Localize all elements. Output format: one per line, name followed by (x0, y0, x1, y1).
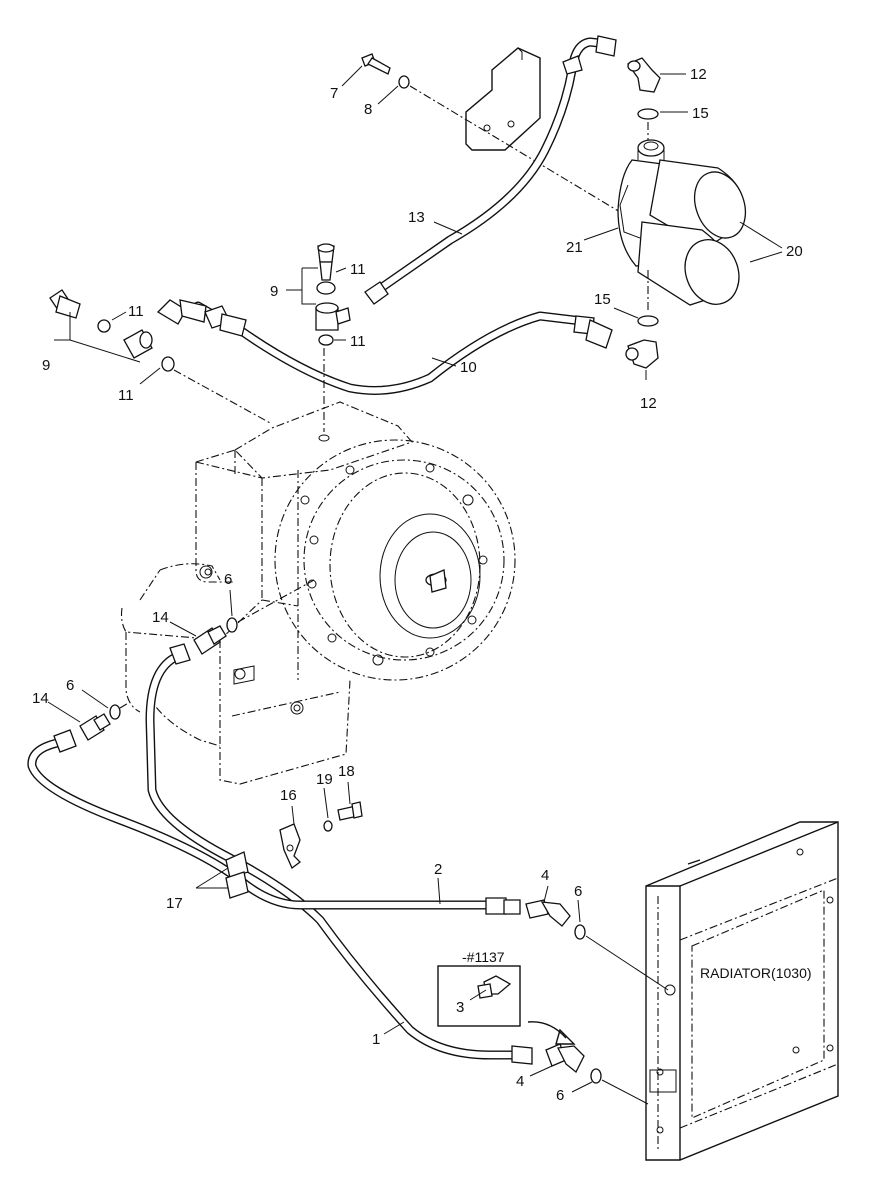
elbow-4-upper (525, 899, 571, 927)
callout-11-center-bottom: 11 (350, 333, 366, 350)
radiator-label: RADIATOR(1030) (700, 965, 812, 981)
callout-2: 2 (434, 861, 442, 878)
elbow-12-top (627, 57, 661, 93)
callout-18: 18 (338, 763, 355, 780)
fitting-9-left (49, 289, 153, 359)
callout-12-top: 12 (690, 66, 707, 83)
washer-19 (323, 820, 333, 832)
o-ring-6-right-lower (590, 1068, 602, 1084)
o-ring-6-upper (226, 617, 238, 633)
callout-6-left: 6 (66, 677, 74, 694)
callout-15-bottom: 15 (594, 291, 611, 308)
callout-20: 20 (786, 243, 803, 260)
callout-13: 13 (408, 209, 425, 226)
clamp-17-lower (225, 871, 249, 899)
o-ring-6-left (109, 704, 121, 720)
bolt-18 (337, 801, 363, 821)
radiator (645, 821, 839, 1161)
fitting-9-center (315, 243, 351, 331)
callout-4-upper: 4 (541, 867, 549, 884)
callout-12-bottom: 12 (640, 395, 657, 412)
callout-17: 17 (166, 895, 183, 912)
elbow-12-bottom (625, 339, 659, 369)
transmission-housing (120, 401, 516, 785)
callout-11-left-bottom: 11 (118, 387, 134, 404)
callout-labels: 7 8 12 15 13 21 20 9 11 11 9 11 11 15 10… (32, 66, 812, 1104)
connector-14-lower (79, 713, 111, 741)
mounting-bracket (465, 47, 541, 151)
callout-11-center-top: 11 (350, 261, 366, 278)
callout-16: 16 (280, 787, 297, 804)
callout-6-right-lower: 6 (556, 1087, 564, 1104)
inset-label: -#1137 (462, 949, 505, 965)
callout-8: 8 (364, 101, 372, 118)
filter-assembly (617, 139, 747, 306)
hose-10 (156, 299, 613, 395)
elbow-4-lower (545, 1043, 585, 1074)
callout-10: 10 (460, 359, 477, 376)
callout-6-right-upper: 6 (574, 883, 582, 900)
o-ring-15-bottom (637, 315, 659, 327)
o-ring-15-top (637, 108, 659, 120)
washer-11-left (161, 356, 175, 372)
hose-1 (145, 643, 533, 1065)
callout-14-upper: 14 (152, 609, 169, 626)
bolt-7 (361, 53, 391, 75)
hose-2 (27, 729, 521, 915)
callout-19: 19 (316, 771, 333, 788)
hose-13 (364, 35, 617, 305)
connector-14-upper (193, 625, 227, 655)
callout-9-left: 9 (42, 357, 50, 374)
callout-11-left-top: 11 (128, 303, 144, 320)
callout-7: 7 (330, 85, 338, 102)
callout-4-lower: 4 (516, 1073, 524, 1090)
callout-14-lower: 14 (32, 690, 49, 707)
clamp-17-upper (225, 851, 249, 879)
callout-6-upper: 6 (224, 571, 232, 588)
callout-21: 21 (566, 239, 583, 256)
o-ring-6-right-upper (574, 924, 586, 940)
washer-8 (398, 75, 410, 89)
washer-11-center (318, 334, 334, 346)
callout-9-center: 9 (270, 283, 278, 300)
callout-15-top: 15 (692, 105, 709, 122)
leader-lines (47, 65, 783, 1093)
callout-1: 1 (372, 1031, 380, 1048)
callout-3: 3 (456, 999, 464, 1016)
clamp-bracket-16 (279, 823, 301, 870)
